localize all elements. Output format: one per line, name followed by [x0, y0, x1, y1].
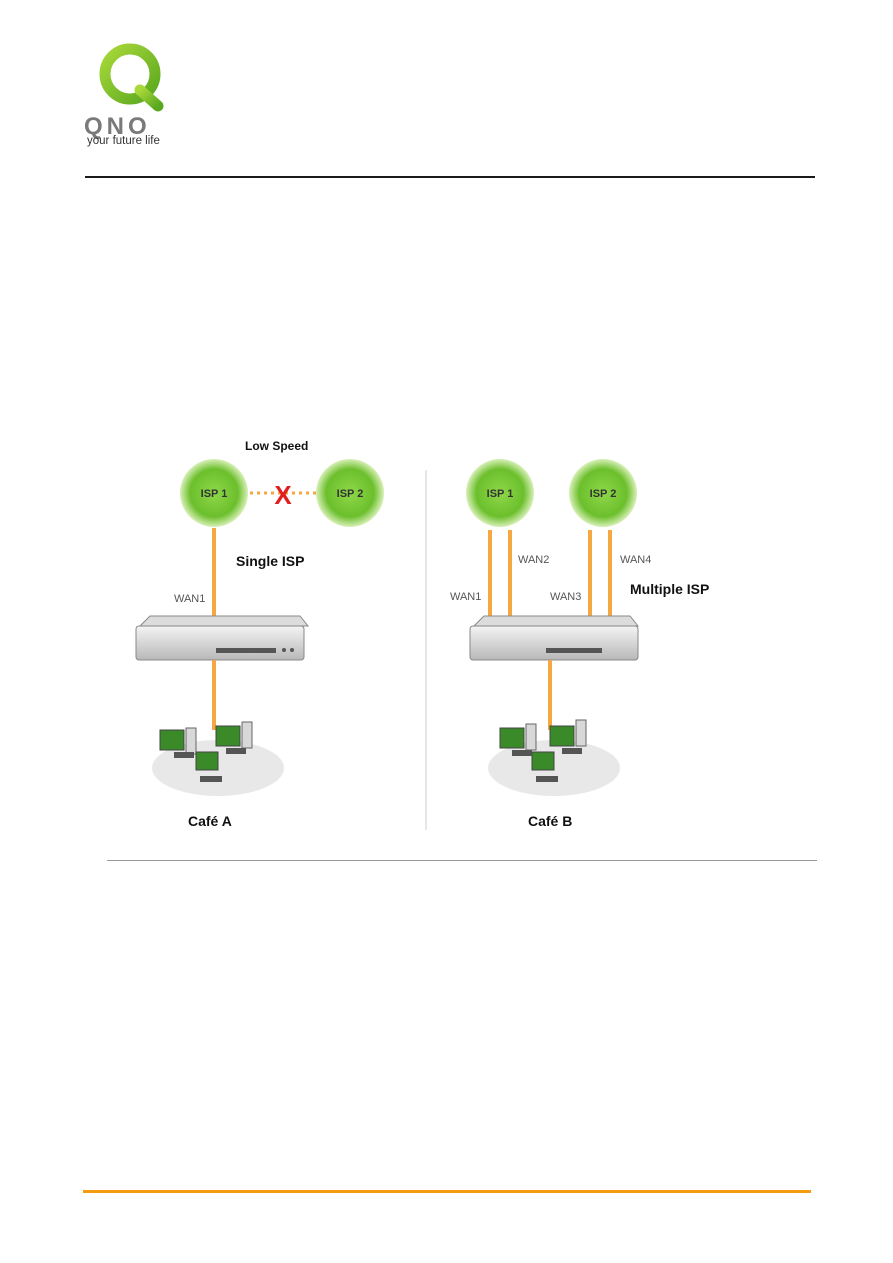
right-wan1-label: WAN1: [450, 591, 481, 603]
right-wan4-label: WAN4: [620, 554, 651, 566]
cafe-a-label: Café A: [188, 813, 232, 829]
single-isp-title: Single ISP: [236, 553, 304, 569]
left-wan1-label: WAN1: [174, 593, 205, 605]
right-router: [469, 615, 640, 661]
left-isp1-label: ISP 1: [201, 488, 228, 500]
fail-x-mark: X: [274, 480, 292, 510]
right-isp1-label: ISP 1: [487, 488, 514, 500]
right-wan2-label: WAN2: [518, 554, 549, 566]
header-divider: [85, 176, 815, 178]
right-isp2-node: ISP 2: [569, 459, 637, 527]
logo-tagline: your future life: [87, 135, 160, 147]
right-isp2-label: ISP 2: [590, 488, 617, 500]
multiple-isp-title: Multiple ISP: [630, 581, 709, 597]
right-isp1-node: ISP 1: [466, 459, 534, 527]
qno-logo: QNO: [84, 43, 164, 140]
right-wan3-label: WAN3: [550, 591, 581, 603]
left-isp2-node: ISP 2: [316, 459, 384, 527]
logo-wordmark: QNO: [84, 113, 151, 140]
diagram-bottom-divider: [107, 860, 817, 861]
low-speed-label: Low Speed: [245, 439, 308, 453]
left-router: [135, 615, 310, 661]
left-isp2-label: ISP 2: [337, 488, 364, 500]
cafe-b-computers: [488, 719, 620, 796]
left-isp1-node: ISP 1: [180, 459, 248, 527]
network-diagram: Low Speed ISP 1 ISP 2 X Single ISP WAN1 …: [135, 439, 709, 830]
cafe-a-computers: [152, 721, 284, 796]
cafe-b-label: Café B: [528, 813, 572, 829]
footer-accent-bar: [83, 1190, 811, 1193]
